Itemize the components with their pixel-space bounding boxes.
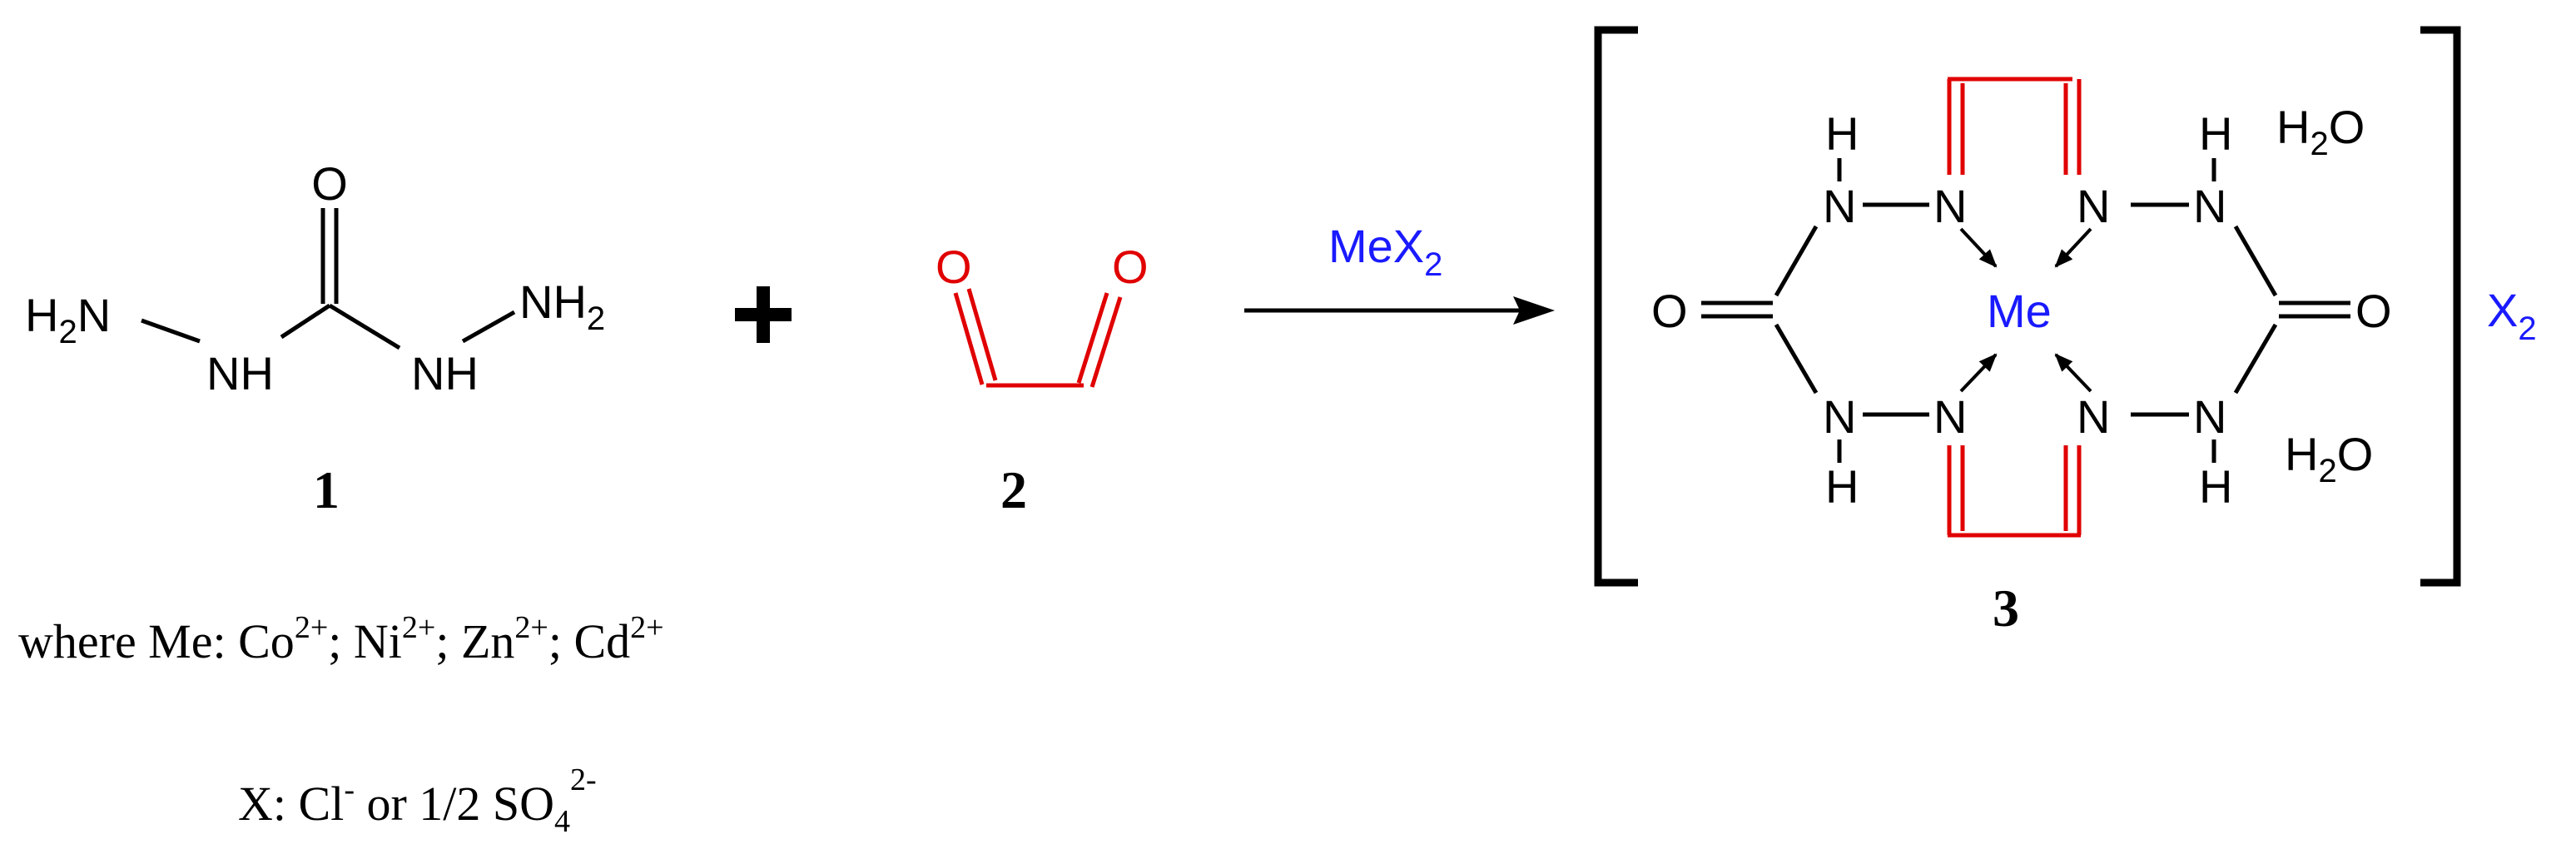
h-top-left: H: [1825, 107, 1859, 160]
compound-label-1: 1: [313, 460, 340, 519]
n-top-right-outer: N: [2193, 180, 2226, 232]
product-atoms: H N N N N H O Me O N N N N H H H2O H2O X…: [1651, 101, 2537, 513]
product-black-bonds: [1701, 158, 2350, 463]
reagent-mex2: MeX2: [1328, 220, 1442, 283]
water-bottom: H2O: [2285, 428, 2373, 489]
n-bottom-right-inner: N: [2077, 390, 2110, 443]
reactant-2-bonds: [953, 288, 1123, 388]
reactant-1-bonds: [141, 208, 516, 350]
atom-h2n: H2N: [25, 289, 111, 350]
o-left: O: [1651, 285, 1688, 337]
counter-ion-x2: X2: [2487, 284, 2537, 347]
reactant-1-carbohydrazide: O H2N NH NH NH2 1: [25, 157, 605, 519]
bond-co-left-a: [953, 292, 985, 385]
atom-nh-right: NH: [411, 347, 479, 400]
left-bracket: [1594, 26, 1638, 587]
reactant-2-glyoxal: O O 2: [936, 241, 1149, 519]
n-top-left-outer: N: [1823, 180, 1856, 232]
glyoxal-bridges: [1947, 77, 2082, 538]
bond-co-right-b: [1089, 296, 1123, 388]
bond-co-right-a: [1076, 292, 1109, 384]
n-bottom-right-outer: N: [2193, 390, 2226, 443]
bond-h2n-nh: [141, 318, 201, 344]
atom-nh-left: NH: [206, 347, 274, 400]
n-bottom-left-outer: N: [1823, 390, 1856, 443]
h-top-right: H: [2199, 107, 2232, 160]
metal-list-note: where Me: Co2+; Ni2+; Zn2+; Cd2+: [18, 610, 664, 668]
footnotes: where Me: Co2+; Ni2+; Zn2+; Cd2+ X: Cl- …: [18, 610, 664, 839]
bond-c-nh-left: [280, 303, 331, 340]
n-bottom-left-inner: N: [1933, 390, 1967, 443]
bond-nh-nh2: [461, 310, 516, 344]
anion-note: X: Cl- or 1/2 SO42-: [238, 762, 597, 839]
atom-o: O: [311, 157, 348, 210]
reaction-arrow: MeX2: [1244, 220, 1555, 325]
o-right: O: [2355, 285, 2392, 337]
metal-me: Me: [1987, 285, 2052, 337]
atom-o-left: O: [936, 241, 972, 293]
h-bottom-right: H: [2199, 460, 2232, 513]
coordination-arrows: [1959, 227, 2092, 393]
bond-c-nh-right: [328, 303, 401, 350]
atom-o-right: O: [1112, 241, 1149, 293]
plus-sign: [735, 286, 792, 343]
n-top-left-inner: N: [1933, 180, 1967, 232]
atom-nh2: NH2: [519, 276, 605, 337]
h-bottom-left: H: [1825, 460, 1859, 513]
product-3-complex: H N N N N H O Me O N N N N H H H2O H2O X…: [1594, 26, 2537, 638]
right-bracket: [2420, 26, 2461, 587]
bond-co-left-b: [966, 288, 998, 381]
water-top: H2O: [2276, 101, 2365, 162]
compound-label-3: 3: [1993, 578, 2019, 638]
compound-label-2: 2: [1000, 460, 1027, 519]
n-top-right-inner: N: [2077, 180, 2110, 232]
